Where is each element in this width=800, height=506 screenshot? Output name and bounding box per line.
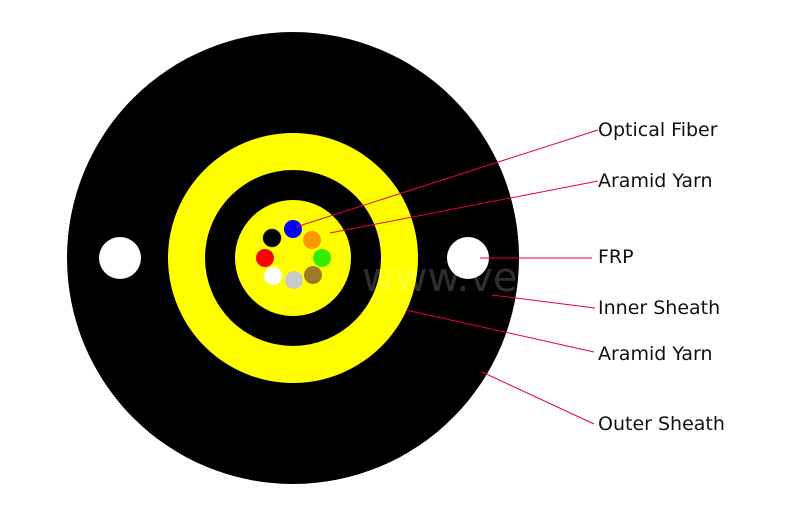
label-aramid-yarn-inner: Aramid Yarn: [598, 170, 713, 192]
frp-right: [447, 237, 489, 279]
leader-line-optical-fiber: [295, 129, 599, 228]
leader-line-outer-sheath: [481, 371, 595, 425]
optical-fiber-green: [313, 249, 331, 267]
label-outer-sheath: Outer Sheath: [598, 413, 725, 435]
frp-left: [99, 237, 141, 279]
optical-fiber-gray: [285, 271, 303, 289]
optical-fibers-group: [256, 220, 331, 289]
optical-fiber-orange: [303, 231, 321, 249]
optical-fiber-blue: [284, 220, 302, 238]
leader-lines: [295, 129, 599, 425]
label-optical-fiber: Optical Fiber: [598, 119, 718, 141]
leader-line-aramid-yarn-inner: [329, 180, 599, 234]
optical-fiber-brown: [304, 266, 322, 284]
optical-fiber-red: [256, 249, 274, 267]
core-aramid-yarn: [235, 200, 351, 316]
leader-line-aramid-yarn-outer: [405, 309, 595, 353]
optical-fiber-black: [262, 228, 282, 248]
leader-line-inner-sheath: [491, 294, 596, 309]
label-aramid-yarn-outer: Aramid Yarn: [598, 343, 713, 365]
watermark: www.veivat.com: [362, 255, 691, 301]
label-inner-sheath: Inner Sheath: [598, 297, 721, 319]
label-frp: FRP: [598, 246, 634, 268]
optical-fiber-white: [264, 267, 282, 285]
